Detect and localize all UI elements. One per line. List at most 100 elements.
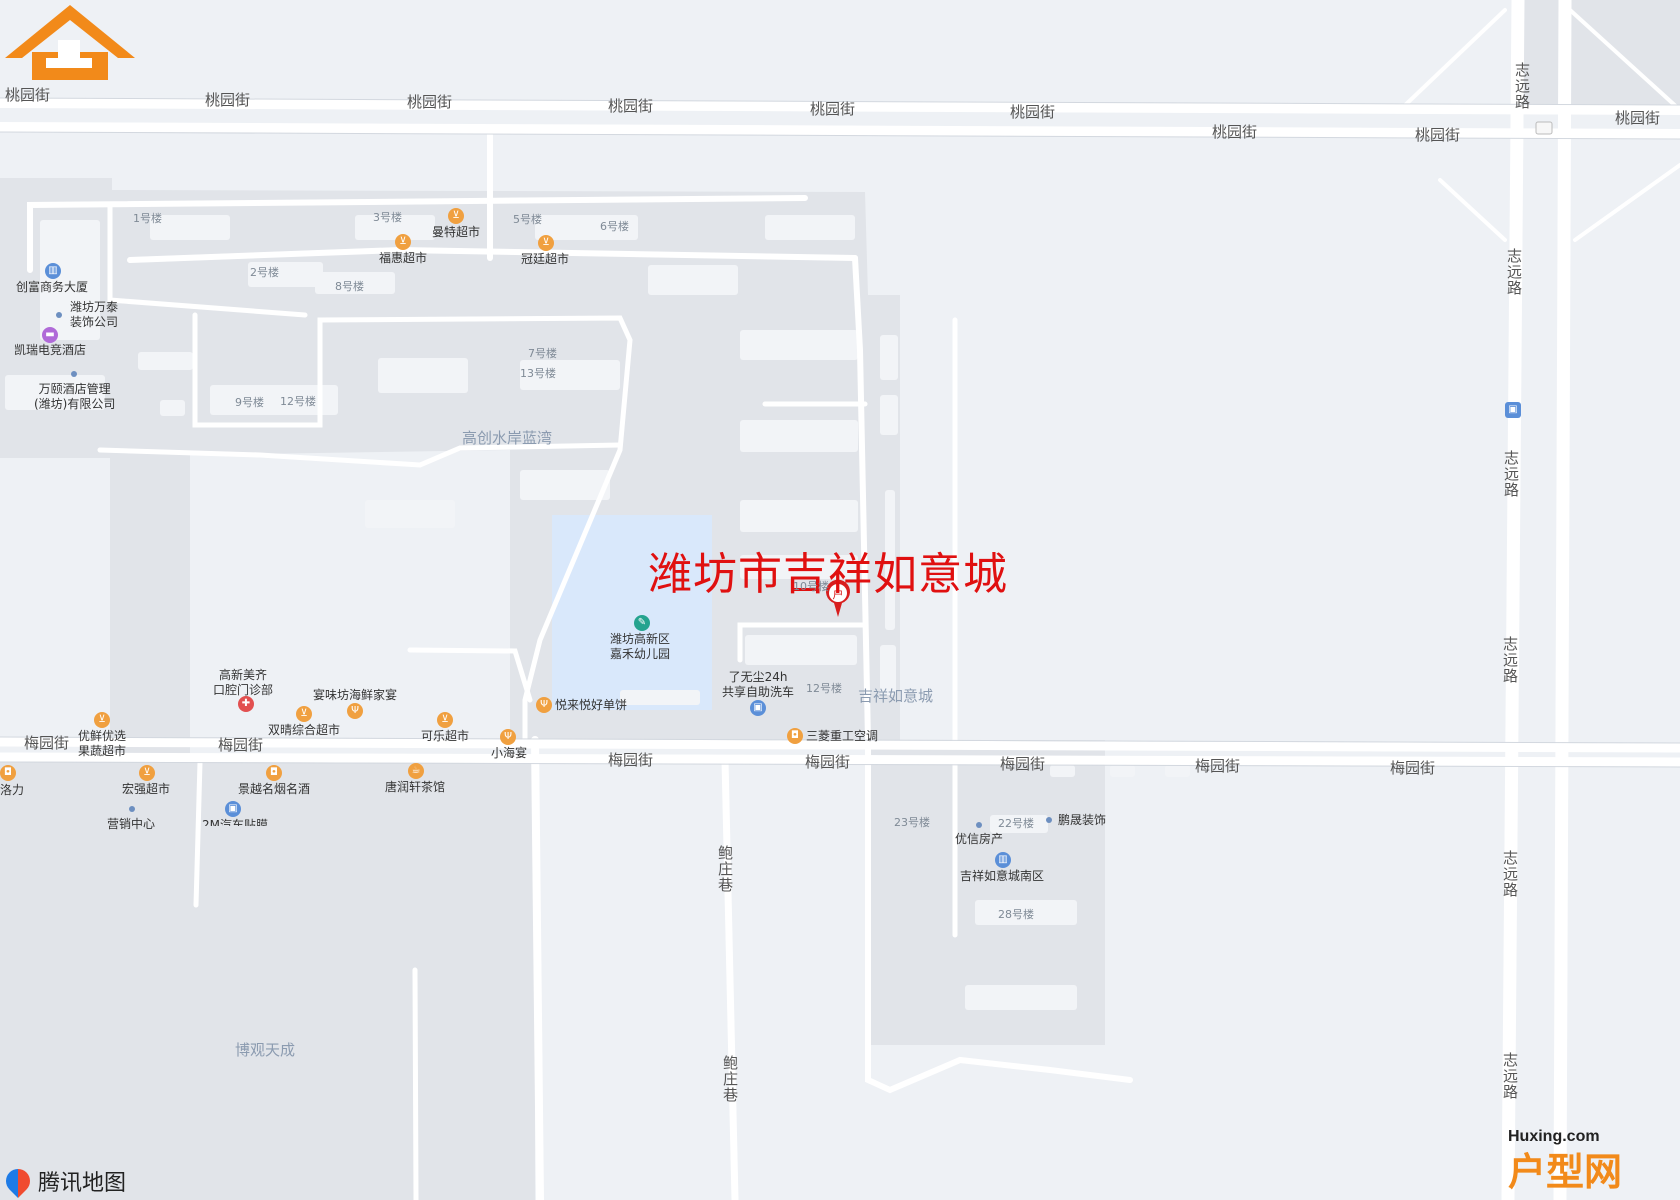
brand-name: 户型网 <box>1508 1150 1623 1194</box>
tencent-map-icon <box>1 1164 35 1198</box>
street-label-taoyuan: 桃园街 <box>1010 103 1056 121</box>
poi-dot <box>71 371 77 377</box>
poi-luo[interactable]: 洛力 <box>0 783 25 797</box>
poi-seafood[interactable]: 宴味坊海鲜家宴 <box>313 688 398 702</box>
building-label: 7号楼 <box>528 347 557 360</box>
street-label-zhiyuan: 志远路 <box>1502 450 1520 498</box>
bus-icon[interactable]: ▣ <box>750 700 766 716</box>
shopping-cart-icon[interactable]: ⊻ <box>538 235 554 251</box>
poi-kairui[interactable]: 凯瑞电竞酒店 <box>14 343 87 357</box>
svg-text:户: 户 <box>833 587 844 601</box>
area-label-gaochuang: 高创水岸蓝湾 <box>462 429 553 447</box>
poi-xiaohaiyan[interactable]: 小海宴 <box>491 746 528 760</box>
shopping-bag-icon[interactable]: ◘ <box>266 765 282 781</box>
shopping-cart-icon[interactable]: ⊻ <box>139 765 155 781</box>
shopping-bag-icon[interactable]: ◘ <box>787 728 803 744</box>
poi-youxian[interactable]: 优鲜优选 果蔬超市 <box>78 729 127 758</box>
fork-knife-icon[interactable]: Ψ <box>500 729 516 745</box>
poi-shuangqing[interactable]: 双晴综合超市 <box>268 723 341 737</box>
building-label: 3号楼 <box>373 211 402 224</box>
poi-pengcheng[interactable]: 鹏晟装饰 <box>1058 813 1107 827</box>
street-label-meiyuan: 梅园街 <box>805 753 851 771</box>
street-label-taoyuan: 桃园街 <box>205 91 251 109</box>
poi-dot <box>1046 817 1052 823</box>
house-location-pin-icon: 户 <box>826 579 850 617</box>
office-building-icon[interactable]: ▥ <box>995 852 1011 868</box>
building-label: 1号楼 <box>133 212 162 225</box>
poi-sanling[interactable]: 三菱重工空调 <box>806 729 879 743</box>
street-label-taoyuan: 桃园街 <box>1615 109 1661 127</box>
building-label: 22号楼 <box>998 817 1034 830</box>
shopping-cart-icon[interactable]: ⊻ <box>296 706 312 722</box>
fork-knife-icon[interactable]: Ψ <box>536 697 552 713</box>
street-label-taoyuan: 桃园街 <box>1415 126 1461 144</box>
poi-guanting[interactable]: 冠廷超市 <box>521 252 570 266</box>
shopping-cart-icon[interactable]: ⊻ <box>448 208 464 224</box>
street-label-meiyuan: 梅园街 <box>218 736 264 754</box>
street-label-meiyuan: 梅园街 <box>24 734 70 752</box>
street-label-zhiyuan: 志远路 <box>1501 636 1519 684</box>
poi-kele[interactable]: 可乐超市 <box>421 729 470 743</box>
poi-fuhui[interactable]: 福惠超市 <box>379 251 428 265</box>
bus-icon[interactable]: ▣ <box>225 801 241 817</box>
street-label-zhiyuan: 志远路 <box>1505 248 1523 296</box>
street-label-taoyuan: 桃园街 <box>1212 123 1258 141</box>
shopping-bag-icon[interactable]: ◘ <box>0 765 16 781</box>
poi-dot <box>56 312 62 318</box>
street-label-zhiyuan: 志远路 <box>1501 1052 1519 1100</box>
building-label: 9号楼 <box>235 396 264 409</box>
poi-jingyue[interactable]: 景越名烟名酒 <box>238 782 311 796</box>
poi-tangrun[interactable]: 唐润轩茶馆 <box>385 780 446 794</box>
building-label: 12号楼 <box>280 395 316 408</box>
huxing-house-logo-icon <box>5 5 135 80</box>
poi-yuelai[interactable]: 悦来悦好单饼 <box>555 698 628 712</box>
poi-wantai[interactable]: 潍坊万泰 装饰公司 <box>70 300 119 329</box>
street-label-baozhuang: 鲍庄巷 <box>721 1055 739 1103</box>
building-label: 6号楼 <box>600 220 629 233</box>
area-label-boguan: 博观天成 <box>235 1041 296 1059</box>
street-label-meiyuan: 梅园街 <box>1000 755 1046 773</box>
poi-yingxiao[interactable]: 营销中心 <box>107 817 156 831</box>
poi-dot <box>129 806 135 812</box>
bed-icon[interactable]: ▬ <box>42 327 58 343</box>
street-label-meiyuan: 梅园街 <box>608 751 654 769</box>
poi-youxin[interactable]: 优信房产 <box>955 832 1004 846</box>
building-label: 8号楼 <box>335 280 364 293</box>
street-label-zhiyuan: 志远路 <box>1513 62 1531 110</box>
shopping-cart-icon[interactable]: ⊻ <box>437 712 453 728</box>
poi-dot <box>976 822 982 828</box>
poi-mante[interactable]: 曼特超市 <box>432 225 481 239</box>
street-label-baozhuang: 鲍庄巷 <box>716 845 734 893</box>
bus-icon[interactable]: ▣ <box>1505 402 1521 418</box>
street-label-zhiyuan: 志远路 <box>1501 850 1519 898</box>
poi-dental[interactable]: 高新美齐 口腔门诊部 <box>213 668 274 697</box>
cross-icon[interactable]: ✚ <box>238 696 254 712</box>
poi-kindergarten[interactable]: 潍坊高新区 嘉禾幼儿园 <box>610 632 671 661</box>
street-label-taoyuan: 桃园街 <box>407 93 453 111</box>
shopping-cart-icon[interactable]: ⊻ <box>395 234 411 250</box>
street-label-taoyuan: 桃园街 <box>608 97 654 115</box>
teacup-icon[interactable]: ☕ <box>408 763 424 779</box>
shopping-cart-icon[interactable]: ⊻ <box>94 712 110 728</box>
building-label: 12号楼 <box>806 682 842 695</box>
map-overlay-title: 潍坊市吉祥如意城 <box>648 549 1008 600</box>
poi-carwash[interactable]: 了无尘24h 共享自助洗车 <box>722 670 795 699</box>
poi-chuangfu[interactable]: 创富商务大厦 <box>16 280 89 294</box>
map-provider-label: 腾讯地图 <box>38 1171 127 1196</box>
building-label: 23号楼 <box>894 816 930 829</box>
poi-partial-2m: 2M汽车贴膜 <box>202 818 268 826</box>
fork-knife-icon[interactable]: Ψ <box>347 703 363 719</box>
building-label: 28号楼 <box>998 908 1034 921</box>
poi-hongqiang[interactable]: 宏强超市 <box>122 782 171 796</box>
building-label: 10号楼 <box>793 580 829 593</box>
poi-wanyi[interactable]: 万颐酒店管理 (潍坊)有限公司 <box>34 382 116 411</box>
map-provider-logo: 腾讯地图 <box>1 1164 127 1198</box>
street-label-meiyuan: 梅园街 <box>1195 757 1241 775</box>
poi-jixiang-south[interactable]: 吉祥如意城南区 <box>960 869 1045 883</box>
street-label-meiyuan: 梅园街 <box>1390 759 1436 777</box>
office-building-icon[interactable]: ▥ <box>45 263 61 279</box>
book-icon[interactable]: ✎ <box>634 615 650 631</box>
street-label-taoyuan: 桃园街 <box>5 86 51 104</box>
